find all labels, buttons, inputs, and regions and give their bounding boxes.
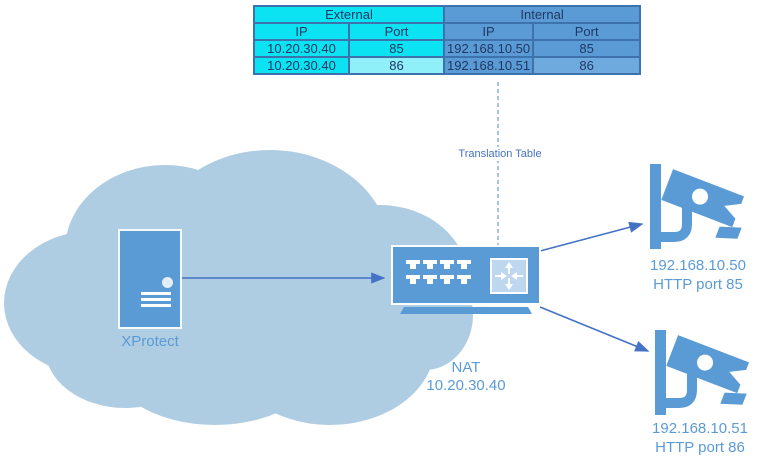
internal-ip-cell: 192.168.10.51: [442, 56, 535, 75]
cctv-camera-icon: [655, 330, 750, 415]
server-vent-line-icon: [141, 298, 171, 301]
table-column-header-row: IP Port IP Port: [253, 22, 642, 41]
cctv-camera-icon: [650, 164, 745, 249]
table-row: 10.20.30.40 85 192.168.10.50 85: [253, 39, 642, 58]
server-vent-line-icon: [141, 304, 171, 307]
server-vent-line-icon: [141, 292, 171, 295]
server-label: XProtect: [121, 333, 179, 350]
external-ip-header: IP: [253, 22, 350, 41]
server-power-led-icon: [162, 277, 173, 288]
internal-port-cell: 85: [532, 39, 642, 58]
table-group-header-row: External Internal: [253, 5, 642, 24]
nat-ip-label: 10.20.30.40: [426, 377, 506, 394]
internal-port-header: Port: [532, 22, 642, 41]
external-port-header: Port: [348, 22, 445, 41]
external-port-cell: 85: [348, 39, 445, 58]
camera2-ip-label: 192.168.10.51: [652, 420, 748, 437]
nat-label: NAT: [451, 359, 481, 376]
internal-port-cell: 86: [532, 56, 642, 75]
ethernet-ports-icon: [406, 260, 474, 286]
table-row: 10.20.30.40 86 192.168.10.51 86: [253, 56, 642, 75]
external-ip-cell: 10.20.30.40: [253, 39, 350, 58]
camera1-ip-label: 192.168.10.50: [650, 257, 746, 274]
camera2-port-label: HTTP port 86: [655, 439, 745, 456]
camera1-port-label: HTTP port 85: [653, 276, 743, 293]
external-ip-cell: 10.20.30.40: [253, 56, 350, 75]
internal-ip-cell: 192.168.10.50: [442, 39, 535, 58]
translation-table-label: Translation Table: [452, 147, 548, 161]
nat-device-base: [400, 307, 532, 314]
nat-router-device: [391, 245, 541, 305]
nat-to-camera1-arrow: [539, 221, 644, 252]
internal-group-header: Internal: [442, 5, 642, 24]
internal-ip-header: IP: [442, 22, 535, 41]
nat-to-camera2-arrow: [539, 306, 650, 352]
translation-table: External Internal IP Port IP Port 10.20.…: [253, 5, 642, 75]
external-group-header: External: [253, 5, 445, 24]
routing-arrows-icon: [490, 258, 528, 294]
external-port-cell: 86: [348, 56, 445, 75]
server-icon: [118, 229, 182, 329]
